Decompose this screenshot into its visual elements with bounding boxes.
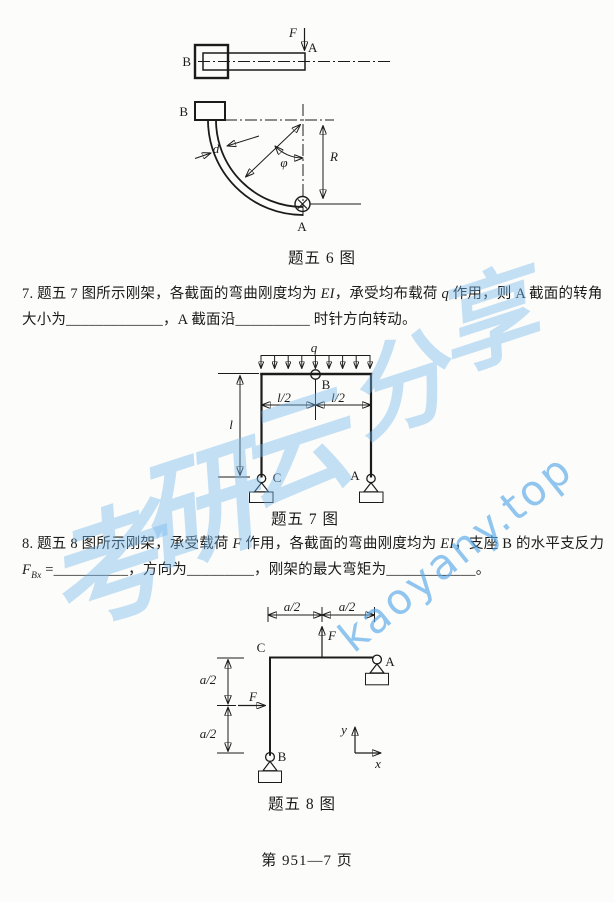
figure-5-7-drawing: q B: [218, 340, 384, 503]
fig8-label-y-axis: y: [339, 722, 347, 737]
phi-angle-arc: [275, 146, 303, 158]
fig7-label-C: C: [273, 470, 282, 485]
q8-text: 作用，各截面的弯曲刚度均为: [241, 536, 441, 552]
fig6-top-view: F A B: [182, 25, 390, 80]
support-B: B: [258, 749, 287, 783]
fig7-label-q: q: [311, 340, 318, 355]
q8-FBx-symbol: F: [22, 562, 32, 578]
q7-text: 7. 题五 7 图所示刚架，各截面的弯曲刚度均为: [22, 286, 321, 302]
fig8-label-A: A: [385, 654, 395, 669]
frame-members: [260, 372, 373, 478]
cross-icon: [297, 199, 308, 209]
fig8-label-x-axis: x: [374, 756, 381, 771]
fig8-label-B: B: [278, 749, 287, 764]
fig8-label-C: C: [257, 640, 266, 655]
figure-5-8-caption: 题五 8 图: [267, 796, 336, 813]
fig6-label-R: R: [329, 149, 338, 164]
question-8-line1: 8. 题五 8 图所示刚架，承受载荷 F 作用，各截面的弯曲刚度均为 EI，支座…: [22, 534, 606, 554]
fig6-side-label-A: A: [297, 219, 307, 234]
q7-EI: EI: [320, 286, 335, 302]
fig6-label-phi: φ: [280, 155, 287, 170]
frame-members: C: [257, 640, 374, 756]
fig7-label-l: l: [229, 417, 233, 432]
figure-5-8-drawing: a/2 a/2 F C A B: [200, 599, 395, 783]
q8-text: =__________，方向为_________，刚架的最大弯矩为_______…: [41, 562, 491, 578]
q7-text: 作用，则 A 截面的转角: [448, 286, 603, 302]
curved-bar-outer-edge: [207, 119, 304, 216]
q7-text: ，承受均布载荷: [334, 286, 442, 302]
support-C: C: [249, 470, 282, 503]
fig8-label-F-up: F: [327, 628, 337, 643]
question-8-line2: FBx =__________，方向为_________，刚架的最大弯矩为___…: [22, 560, 606, 586]
support-A: A: [365, 654, 395, 686]
question-7-line2: 大小为_____________，A 截面沿__________ 时针方向转动。: [22, 312, 417, 328]
q8-text: ，支座 B 的水平支反力: [454, 536, 605, 552]
force-F-side: F: [238, 689, 266, 706]
hinge-B: B: [310, 369, 331, 392]
q7-q: q: [441, 286, 449, 302]
figure-5-6-caption: 题五 6 图: [287, 250, 356, 267]
fig8-label-a2-top-left: a/2: [284, 599, 301, 614]
fig7-label-B: B: [322, 377, 331, 392]
page-number: 第 951—7 页: [261, 853, 353, 869]
fig6-top-label-B: B: [182, 54, 191, 69]
curved-bar-inner-edge: [215, 119, 304, 208]
figure-5-6-drawing: F A B B d φ R: [179, 25, 390, 234]
coordinate-axes: y x: [339, 722, 381, 771]
force-F-up: F: [322, 627, 337, 657]
left-dimension: a/2 a/2: [200, 657, 244, 754]
fig6-side-view: B d φ R A: [179, 101, 361, 234]
q8-text: 8. 题五 8 图所示刚架，承受载荷: [22, 536, 233, 552]
distributed-load-q: q: [261, 340, 371, 369]
fig6-top-label-A: A: [308, 40, 318, 55]
fig6-label-d: d: [213, 141, 220, 156]
span-dimension: l/2 l/2: [262, 379, 372, 420]
fig8-label-F-side: F: [248, 689, 258, 704]
question-7-line1: 7. 题五 7 图所示刚架，各截面的弯曲刚度均为 EI，承受均布载荷 q 作用，…: [22, 284, 606, 304]
top-dimension: a/2 a/2: [267, 599, 375, 622]
fig7-label-A: A: [350, 468, 360, 483]
fig8-label-a2-top-right: a/2: [339, 599, 356, 614]
fig8-label-a2-left-bottom: a/2: [200, 726, 217, 741]
figure-5-7-caption: 题五 7 图: [270, 511, 339, 528]
q8-EI: EI: [440, 536, 455, 552]
force-into-page-icon: [294, 195, 311, 213]
fig8-label-a2-left-top: a/2: [200, 672, 217, 687]
fig7-label-l2-left: l/2: [277, 390, 291, 405]
height-dimension: l: [218, 373, 259, 478]
support-A: A: [350, 468, 384, 503]
q8-FBx-subscript: Bx: [31, 570, 42, 581]
radius-line: [246, 125, 301, 178]
fig6-side-label-B: B: [179, 104, 188, 119]
fig6-top-label-F: F: [288, 25, 298, 40]
fig7-label-l2-right: l/2: [331, 390, 345, 405]
q8-F: F: [232, 536, 242, 552]
